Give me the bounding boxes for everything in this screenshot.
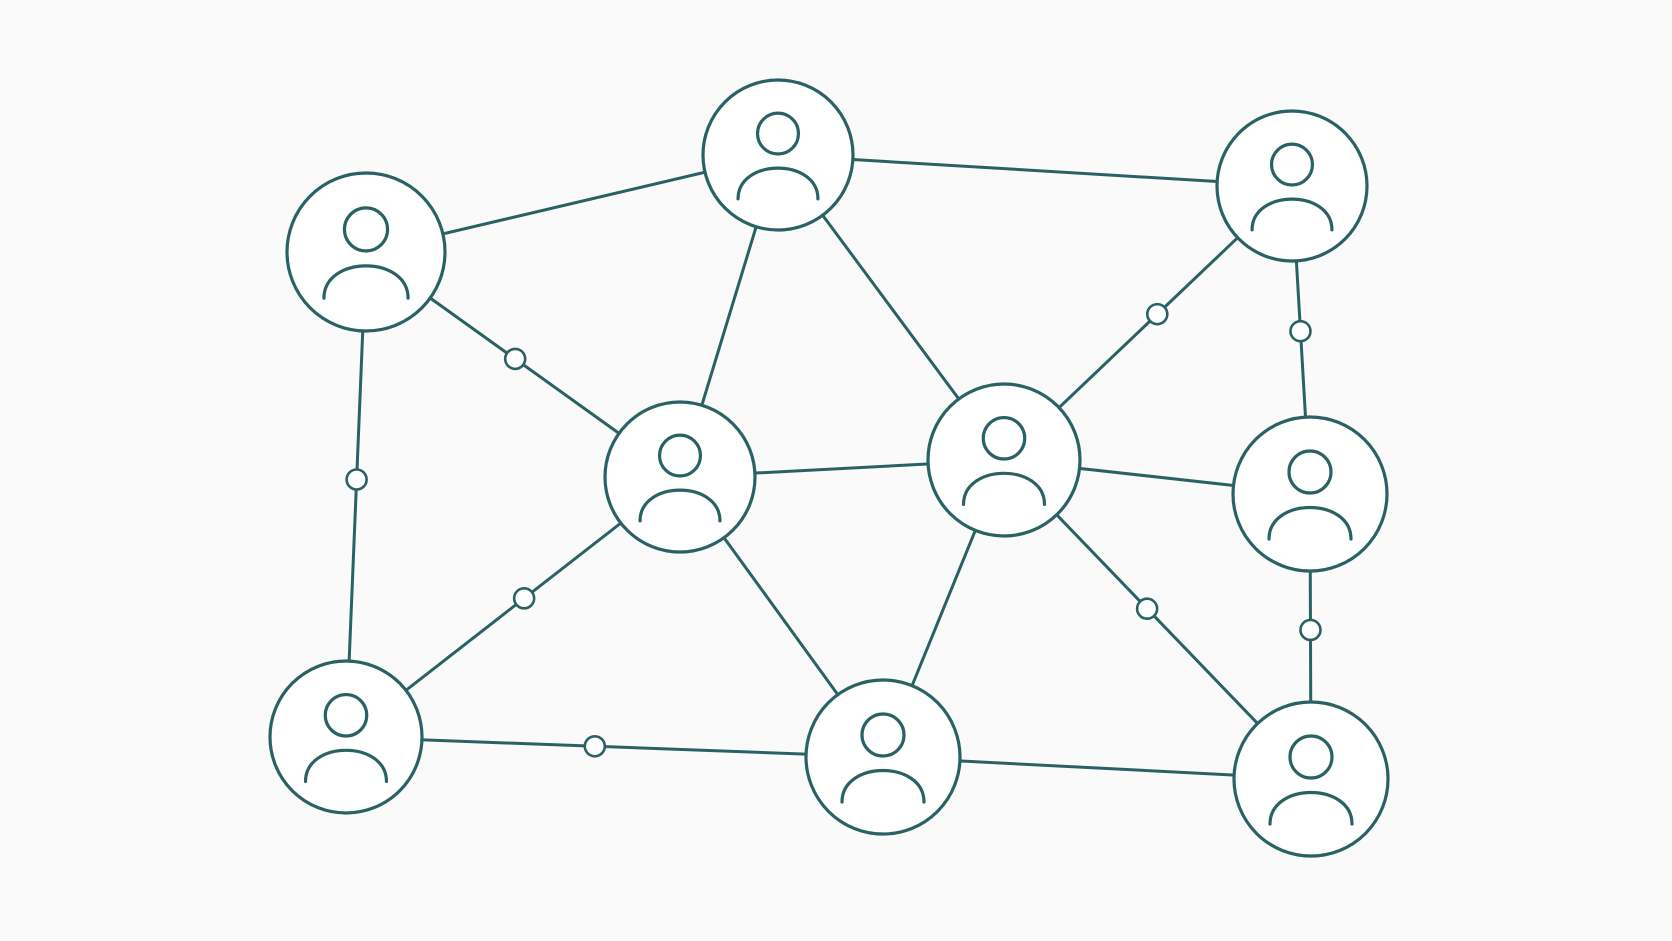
connector-dot-n1-n4 — [503, 347, 527, 371]
connector-dot-n5-n9 — [1135, 597, 1159, 621]
user-icon-head — [657, 433, 703, 478]
user-icon-body — [736, 166, 820, 201]
user-node-n2 — [701, 78, 855, 232]
user-node-n9 — [1232, 700, 1390, 858]
user-icon-head — [860, 712, 906, 758]
user-icon-body — [638, 488, 722, 523]
user-icon — [303, 692, 389, 784]
user-icon — [638, 433, 722, 523]
user-icon-head — [981, 415, 1027, 461]
edge-n1-n7 — [344, 250, 368, 739]
user-icon — [961, 415, 1047, 507]
user-node-n8 — [804, 678, 962, 836]
user-icon-head — [342, 206, 390, 253]
user-icon — [1250, 142, 1334, 232]
user-icon — [1268, 734, 1354, 826]
user-icon — [1267, 449, 1353, 541]
connector-dot-n7-n8 — [583, 734, 607, 758]
user-icon-body — [322, 264, 410, 300]
connector-dot-n6-n9 — [1299, 618, 1322, 642]
user-icon-body — [1268, 791, 1354, 826]
user-icon — [736, 111, 820, 201]
user-icon-body — [1267, 506, 1353, 541]
user-node-n6 — [1231, 415, 1389, 573]
user-icon-body — [1250, 197, 1334, 232]
connector-dots-layer — [345, 302, 1322, 758]
user-node-n5 — [926, 382, 1082, 538]
user-icon-body — [961, 471, 1047, 507]
user-node-n3 — [1215, 109, 1369, 263]
user-icon-body — [303, 748, 389, 784]
nodes-layer — [268, 78, 1390, 858]
user-icon — [840, 712, 926, 804]
connector-dot-n3-n5 — [1145, 302, 1169, 326]
edges-layer — [344, 153, 1313, 781]
user-node-n4 — [603, 400, 757, 554]
user-icon-head — [1287, 449, 1333, 495]
user-node-n1 — [285, 171, 447, 333]
connector-dot-n1-n7 — [345, 468, 368, 491]
connector-dot-n4-n7 — [512, 587, 536, 610]
user-icon-head — [1269, 142, 1315, 187]
connector-dot-n3-n6 — [1289, 319, 1312, 343]
user-icon — [322, 206, 410, 300]
user-icon-body — [840, 769, 926, 804]
edge-n7-n8 — [344, 735, 885, 759]
user-icon-head — [755, 111, 801, 156]
user-node-n7 — [268, 659, 424, 815]
user-icon-head — [1288, 734, 1334, 780]
edge-n2-n3 — [776, 153, 1294, 188]
user-icon-head — [323, 692, 369, 738]
